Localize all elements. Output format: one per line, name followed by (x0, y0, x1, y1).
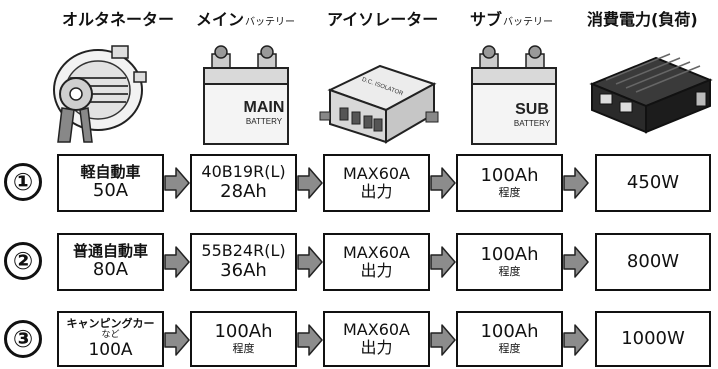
arrow-icon (164, 324, 190, 356)
main-battery-illustration: MAIN BATTERY (203, 45, 289, 145)
source-current: 100A (88, 339, 133, 360)
main-battery-box: 40B19R(L) 28Ah (190, 154, 297, 212)
header-isolator: アイソレーター (327, 10, 439, 29)
source-box: キャンピングカー など 100A (57, 311, 164, 367)
arrow-icon (430, 167, 456, 199)
arrow-icon (563, 167, 589, 199)
source-current: 80A (92, 259, 129, 281)
source-current: 50A (92, 180, 129, 202)
header-sub-battery: サブバッテリー (470, 6, 553, 30)
header-alternator: オルタネーター (62, 10, 175, 29)
load-watts: 450W (626, 171, 680, 193)
inverter-illustration (589, 53, 713, 134)
arrow-icon (430, 324, 456, 356)
arrow-icon (563, 324, 589, 356)
load-watts: 800W (626, 250, 680, 272)
header-main-battery: メインバッテリー (196, 6, 295, 30)
main-battery-box: 100Ah 程度 (190, 311, 297, 367)
isolator-max: MAX60A (342, 242, 410, 262)
sub-battery-illustration: SUB BATTERY (471, 45, 557, 145)
isolator-box: MAX60A 出力 (323, 154, 430, 212)
main-battery-sublabel: BATTERY (246, 117, 283, 126)
header-sub-battery-suffix: バッテリー (503, 17, 554, 28)
arrow-icon (563, 246, 589, 278)
isolator-box: MAX60A 出力 (323, 233, 430, 291)
sub-battery-label: SUB (515, 101, 549, 118)
source-box: 普通自動車 80A (57, 233, 164, 291)
isolator-max: MAX60A (342, 163, 410, 183)
main-battery-box: 55B24R(L) 36Ah (190, 233, 297, 291)
arrow-icon (164, 246, 190, 278)
sub-battery-box: 100Ah 程度 (456, 154, 563, 212)
isolator-max: MAX60A (342, 319, 410, 339)
arrow-icon (164, 167, 190, 199)
row-number: ② (4, 242, 42, 280)
isolator-output: 出力 (360, 338, 393, 357)
main-battery-model: 55B24R(L) (201, 241, 286, 261)
source-vehicle: 普通自動車 (72, 242, 148, 261)
main-battery-approx: 程度 (232, 342, 255, 356)
arrow-icon (297, 246, 323, 278)
isolator-illustration: D.C. ISOLATOR (319, 64, 439, 144)
isolator-output: 出力 (360, 182, 393, 201)
header-consumption: 消費電力(負荷) (587, 10, 698, 29)
source-vehicle: キャンピングカー (66, 316, 155, 330)
row-number: ③ (4, 320, 42, 358)
arrow-icon (430, 246, 456, 278)
source-vehicle: 軽自動車 (80, 163, 141, 182)
sub-battery-approx: 程度 (498, 186, 521, 200)
header-sub-battery-label: サブ (470, 10, 503, 29)
isolator-output: 出力 (360, 261, 393, 280)
row-number: ① (4, 163, 42, 201)
sub-battery-approx: 程度 (498, 265, 521, 279)
main-battery-label: MAIN (244, 99, 285, 116)
sub-battery-capacity: 100Ah (480, 244, 539, 266)
load-box: 800W (595, 233, 711, 291)
header-main-battery-label: メイン (196, 10, 245, 29)
source-box: 軽自動車 50A (57, 154, 164, 212)
sub-battery-capacity: 100Ah (480, 321, 539, 343)
sub-battery-box: 100Ah 程度 (456, 233, 563, 291)
sub-battery-box: 100Ah 程度 (456, 311, 563, 367)
arrow-icon (297, 324, 323, 356)
load-watts: 1000W (621, 327, 685, 349)
sub-battery-capacity: 100Ah (480, 165, 539, 187)
load-box: 1000W (595, 311, 711, 367)
load-box: 450W (595, 154, 711, 212)
main-battery-capacity: 100Ah (214, 321, 273, 343)
source-note: など (101, 330, 120, 341)
header-main-battery-suffix: バッテリー (245, 17, 296, 28)
sub-battery-approx: 程度 (498, 342, 521, 356)
arrow-icon (297, 167, 323, 199)
main-battery-model: 40B19R(L) (201, 162, 286, 182)
main-battery-capacity: 28Ah (220, 180, 267, 202)
main-battery-capacity: 36Ah (220, 259, 267, 281)
isolator-box: MAX60A 出力 (323, 311, 430, 367)
sub-battery-sublabel: BATTERY (514, 119, 551, 128)
alternator-illustration (53, 45, 147, 143)
